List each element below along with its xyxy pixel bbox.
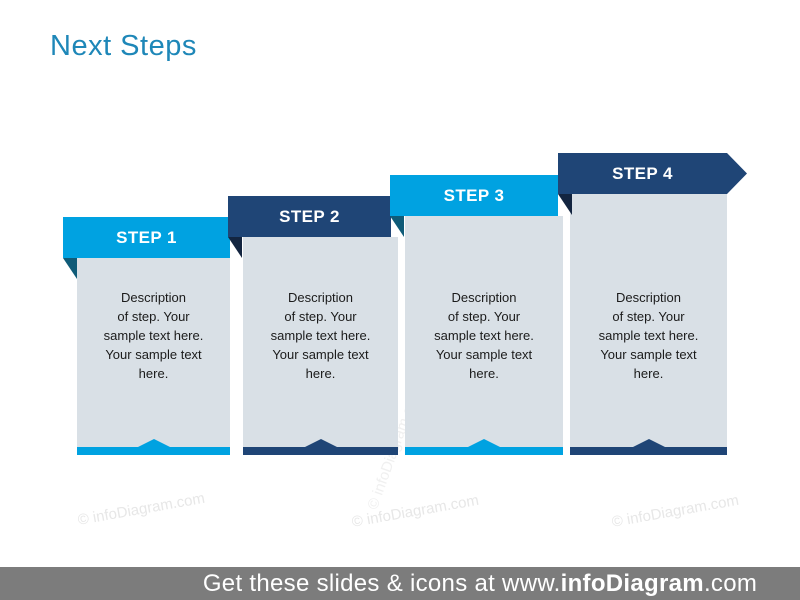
step-2-card: [243, 237, 398, 455]
step-3-description: Description of step. Your sample text he…: [434, 290, 534, 381]
watermark: © infoDiagram.com: [76, 489, 207, 529]
step-4-bottom-bar: [570, 439, 727, 455]
footer-suffix[interactable]: .com: [703, 570, 758, 597]
watermark: © infoDiagram.com: [610, 491, 741, 531]
footer-brand-link[interactable]: infoDiagram: [560, 570, 704, 597]
step-4-description: Description of step. Your sample text he…: [598, 290, 699, 381]
footer-banner: Get these slides & icons at www.infoDiag…: [0, 567, 800, 600]
step-3-label: STEP 3: [443, 185, 505, 205]
step-4-label: STEP 4: [612, 163, 673, 183]
step-3-ribbon-fold: [390, 216, 404, 237]
step-1-description: Description of step. Your sample text he…: [103, 290, 204, 381]
slide-title: Next Steps: [50, 30, 197, 62]
step-1-card: [77, 258, 230, 455]
step-1-label: STEP 1: [116, 227, 177, 247]
step-3-card: [405, 216, 563, 455]
watermark: © infoDiagram.com: [364, 385, 425, 512]
step-2-banner: STEP 2: [228, 196, 391, 237]
step-4-card: [570, 194, 727, 455]
step-4-ribbon-fold: [558, 194, 572, 215]
step-1-banner: STEP 1: [63, 217, 230, 258]
footer-prefix: Get these slides & icons at www.: [202, 570, 561, 597]
step-2-label: STEP 2: [279, 206, 340, 226]
step-3-banner: STEP 3: [390, 175, 558, 216]
footer-text: Get these slides & icons at www.infoDiag…: [160, 567, 800, 600]
step-1-ribbon-fold: [63, 258, 77, 279]
step-3-bottom-bar: [405, 439, 563, 455]
step-2-description: Description of step. Your sample text he…: [270, 290, 371, 381]
step-2-ribbon-fold: [228, 237, 242, 258]
step-4-arrow-banner: STEP 4: [558, 153, 747, 194]
step-2-bottom-bar: [243, 439, 398, 455]
step-1-bottom-bar: [77, 439, 230, 455]
